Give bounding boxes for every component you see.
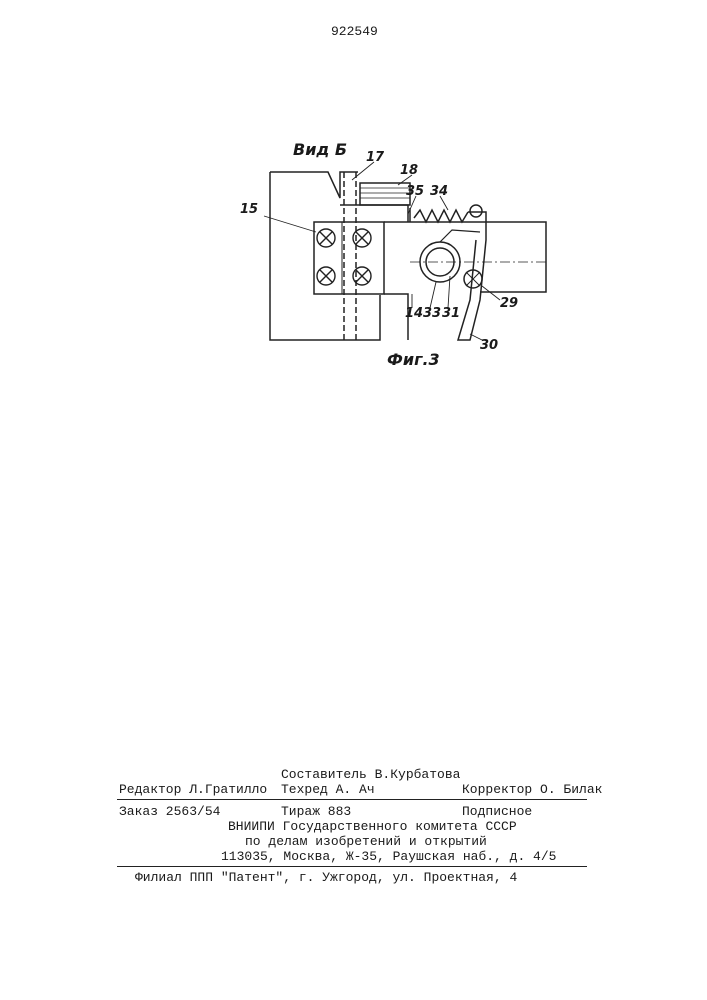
rule-1 [117, 799, 587, 800]
callout-34: 34 [430, 184, 448, 199]
circulation: Тираж 883 [281, 804, 351, 819]
callout-29: 29 [500, 296, 518, 311]
org-line-2: по делам изобретений и открытий [245, 834, 487, 849]
subscription: Подписное [462, 804, 532, 819]
view-label: Вид Б [293, 140, 347, 159]
callout-14: 14 [405, 306, 423, 321]
callout-18: 18 [400, 163, 418, 178]
callout-30: 30 [480, 338, 498, 353]
housing-step [340, 205, 408, 222]
figure-caption: Фиг.3 [387, 350, 440, 369]
callout-33: 33 [423, 306, 441, 321]
pawl-31 [440, 230, 480, 242]
branch-address: Филиал ППП "Патент", г. Ужгород, ул. Про… [135, 870, 517, 885]
editor: Редактор Л.Гратилло [119, 782, 267, 797]
element-18 [360, 183, 410, 205]
housing-top-edge [270, 172, 358, 198]
housing-outline [270, 172, 380, 340]
techred: Техред А. Ач [281, 782, 375, 797]
callout-35: 35 [406, 184, 424, 199]
rule-2 [117, 866, 587, 867]
callout-15: 15 [240, 202, 258, 217]
leader-lines [264, 162, 500, 340]
org-address: 113035, Москва, Ж-35, Раушская наб., д. … [221, 849, 556, 864]
plate-14 [314, 222, 384, 294]
spring-34 [414, 210, 468, 222]
compiler: Составитель В.Курбатова [281, 767, 460, 782]
callout-17: 17 [366, 150, 384, 165]
corrector: Корректор О. Билак [462, 782, 602, 797]
org-line-1: ВНИИПИ Государственного комитета СССР [228, 819, 517, 834]
callout-31: 31 [442, 306, 460, 321]
lever-pin [470, 205, 482, 217]
order-number: Заказ 2563/54 [119, 804, 220, 819]
